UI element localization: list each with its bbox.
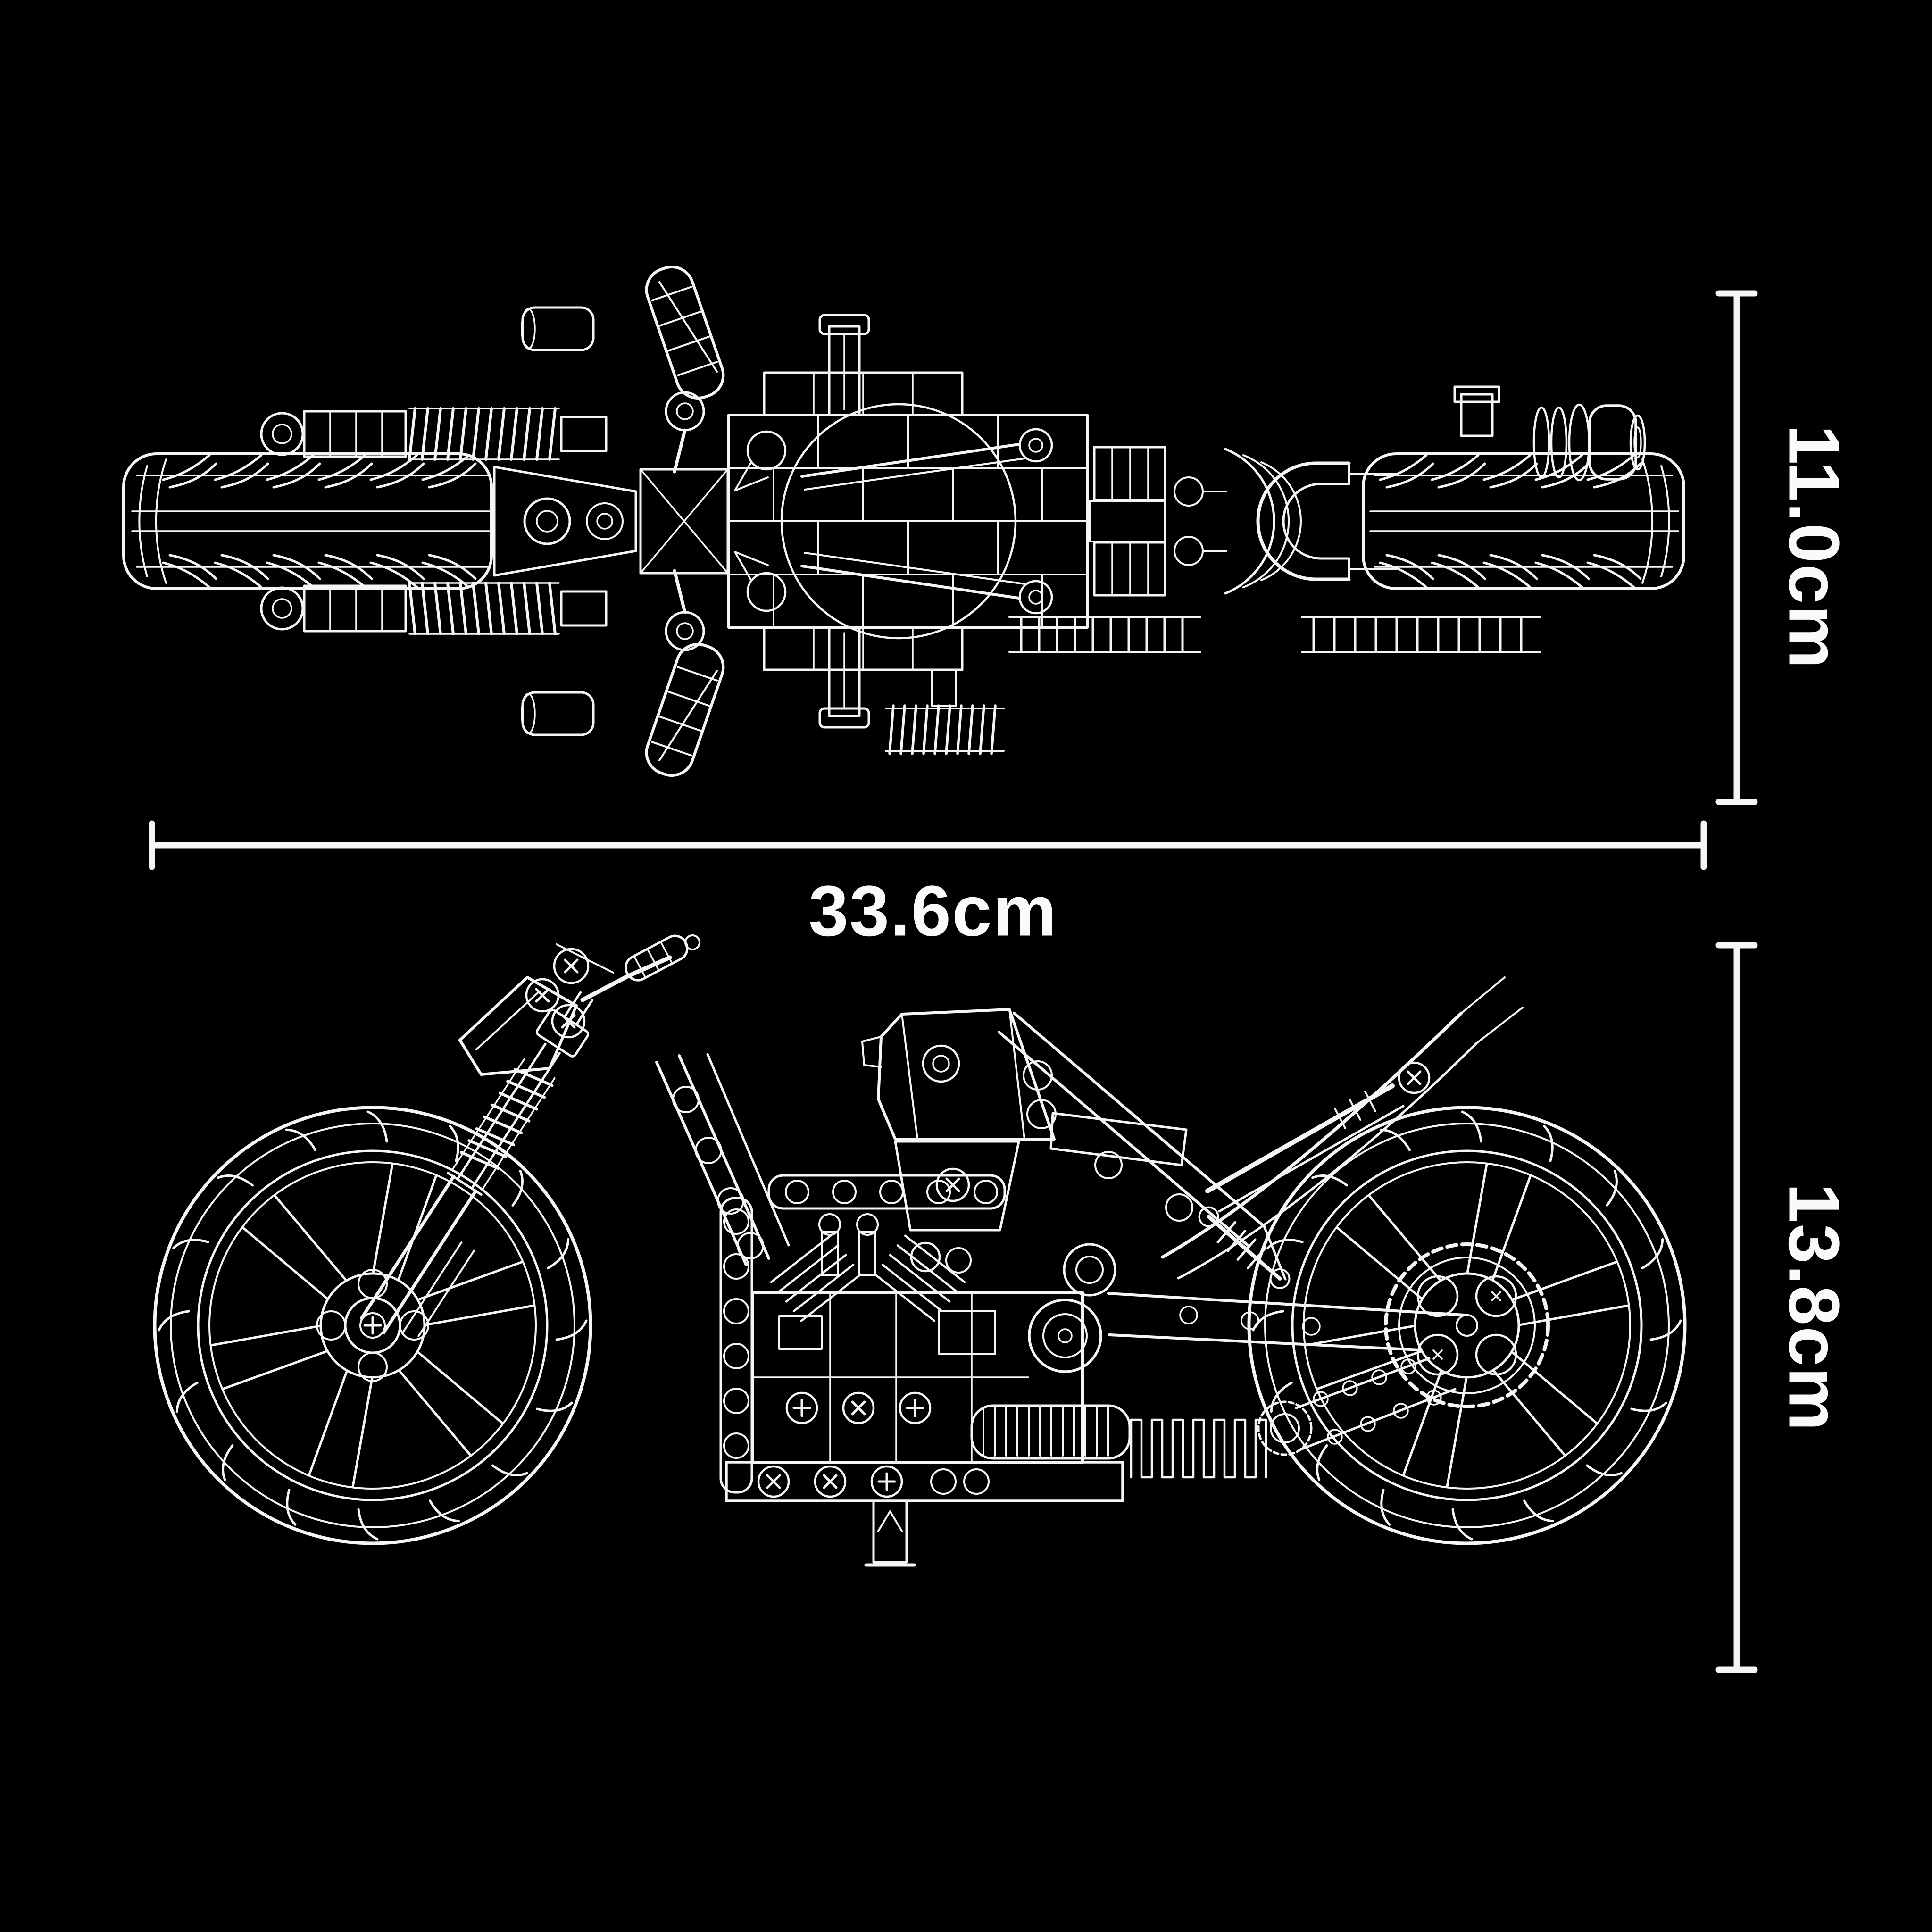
top-tie-rod-lower xyxy=(802,553,1052,613)
rear-shock xyxy=(1198,1206,1291,1289)
dimension-line-side-view-height xyxy=(1715,942,1758,1673)
dimension-line-top-view-height xyxy=(1715,290,1758,805)
top-seat-loop xyxy=(1256,461,1397,581)
top-cylinder-lower xyxy=(522,692,593,735)
front-fork xyxy=(360,991,594,1337)
dimension-line-length xyxy=(149,820,1707,870)
engine-block xyxy=(719,1174,1124,1502)
top-spring-lower xyxy=(885,669,1005,755)
top-chain-guard xyxy=(1008,616,1541,653)
seat xyxy=(1049,1112,1188,1166)
muffler xyxy=(970,1404,1131,1460)
top-keyhole-upper xyxy=(735,432,785,491)
side-view-drawing xyxy=(155,934,1685,1567)
subframe-beam xyxy=(998,1012,1266,1247)
frame-beams xyxy=(655,1053,790,1266)
drive-chain xyxy=(1130,1357,1457,1479)
dimension-label-side-view-height: 13.8cm xyxy=(1774,1183,1854,1432)
top-handlebar-grip-lower xyxy=(641,571,729,781)
top-steering-head xyxy=(493,466,729,577)
top-fork-spring-lower xyxy=(261,583,606,634)
dimension-lines xyxy=(149,290,1758,1673)
top-ribbed-plate-lower xyxy=(1094,542,1165,595)
top-keyhole-lower xyxy=(735,552,785,611)
top-tie-rod-upper xyxy=(802,429,1052,490)
top-exhaust xyxy=(1532,403,1646,482)
dimension-label-length: 33.6cm xyxy=(808,871,1058,951)
tail-cowl xyxy=(1161,976,1524,1280)
rear-wheel-hub-sprocket xyxy=(1384,1242,1550,1408)
top-handlebar-grip-upper xyxy=(641,261,729,472)
headlight-beak xyxy=(458,976,578,1076)
top-rear-post xyxy=(1453,385,1500,437)
top-rear-tire xyxy=(1362,452,1685,590)
top-ribbed-plate-upper xyxy=(1094,447,1165,500)
dimension-label-top-view-height: 11.0cm xyxy=(1774,425,1854,670)
swingarm xyxy=(1107,1225,1466,1351)
fuel-tank xyxy=(861,1008,1056,1141)
side-rear-wheel xyxy=(1249,1108,1685,1543)
handlebar xyxy=(525,934,700,1039)
top-fork-spring-upper xyxy=(261,408,606,459)
top-steering-stub-lower xyxy=(820,627,869,727)
top-steering-stub-upper xyxy=(820,315,869,415)
front-wheel-hub xyxy=(316,1269,429,1382)
side-cover xyxy=(894,1140,1020,1232)
top-cylinder-upper xyxy=(522,308,593,350)
top-front-tire xyxy=(122,452,493,590)
top-rear-connectors xyxy=(1089,476,1227,566)
top-view-drawing xyxy=(122,261,1685,782)
kickstand xyxy=(864,1499,916,1567)
